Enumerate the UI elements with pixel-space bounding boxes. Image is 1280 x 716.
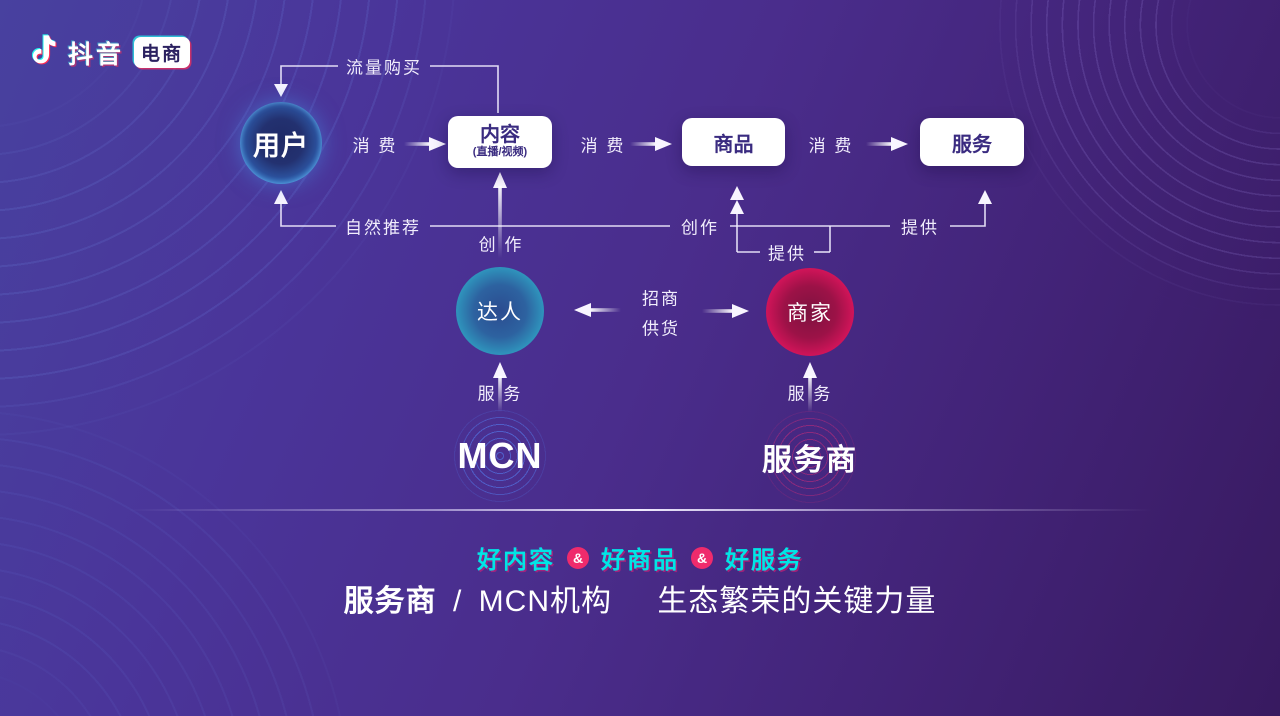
headline-rest: 生态繁荣的关键力量 [657, 585, 937, 618]
brand-logo: 抖音 电商 [30, 34, 191, 71]
divider-line [128, 509, 1152, 511]
label-traffic-purchase: 流量购买 [346, 58, 422, 78]
headline-service-provider: 服务商 [343, 585, 437, 618]
service-provider-rings-decor [750, 397, 870, 517]
node-mcn: MCN [440, 396, 560, 516]
decor-rings-top-right [980, 0, 1280, 325]
node-service: 服务 [920, 118, 1024, 166]
node-service-label: 服务 [952, 133, 992, 156]
node-service-provider-label: 服务商 [762, 444, 858, 477]
headline-slash: / [452, 585, 463, 618]
tagline-good-content: 好内容 [477, 547, 555, 574]
node-merchant-label: 商家 [787, 302, 833, 325]
node-user-label: 用户 [253, 130, 309, 161]
mcn-rings-decor [440, 396, 560, 516]
label-provide-service: 提供 [901, 218, 939, 238]
label-consume-1: 消 费 [352, 136, 398, 156]
headline-mcn-org: MCN机构 [478, 585, 612, 618]
ampersand-badge-2: & [691, 546, 713, 569]
node-mcn-label: MCN [457, 435, 543, 476]
node-talent: 达人 [456, 267, 544, 355]
brand-badge: 电商 [134, 37, 191, 68]
label-consume-2: 消 费 [580, 136, 626, 156]
brand-name: 抖音 [68, 40, 125, 69]
tagline-good-service: 好服务 [725, 547, 803, 574]
node-product: 商品 [682, 118, 785, 166]
label-serve-sp: 服 务 [787, 384, 833, 404]
headline: 服务商 / MCN机构 生态繁荣的关键力量 [0, 576, 1280, 620]
node-content: 内容 (直播/视频) [448, 116, 552, 168]
label-natural-recommend: 自然推荐 [345, 218, 421, 238]
label-create-content: 创 作 [478, 235, 524, 255]
node-product-label: 商品 [713, 133, 754, 156]
tagline: 好内容 & 好商品 & 好服务 [0, 540, 1280, 575]
node-talent-label: 达人 [477, 301, 523, 324]
label-provide-product: 提供 [768, 244, 806, 264]
node-content-sublabel: (直播/视频) [472, 146, 528, 158]
ampersand-badge-1: & [567, 546, 589, 569]
node-content-label: 内容 [480, 124, 520, 146]
node-merchant: 商家 [766, 268, 854, 356]
label-serve-mcn: 服 务 [477, 384, 523, 404]
label-consume-3: 消 费 [808, 136, 854, 156]
douyin-note-icon [30, 34, 58, 71]
label-supply: 供货 [642, 319, 680, 339]
label-create-product: 创作 [681, 218, 719, 238]
label-recruit: 招商 [642, 289, 680, 309]
node-user: 用户 [240, 102, 322, 184]
tagline-good-product: 好商品 [601, 547, 679, 574]
node-service-provider: 服务商 [750, 397, 870, 517]
